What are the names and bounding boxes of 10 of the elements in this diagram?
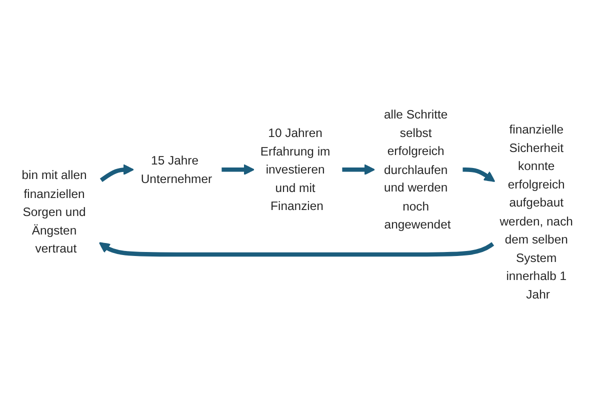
node-text: finanzielle Sicherheit konnte erfolgreich aufgebaut werden, nach dem selben System innerhalb 1 Jahr xyxy=(500,123,573,302)
node-text: 10 Jahren Erfahrung im investieren und mit Finanzien xyxy=(260,126,330,214)
arrow xyxy=(98,242,494,258)
arrow xyxy=(100,164,134,182)
arrow xyxy=(342,164,375,176)
node-text: alle Schritte selbst erfolgreich durchlaufen und werden noch angewendet xyxy=(384,108,451,232)
node-text: 15 Jahre Unternehmer xyxy=(140,154,212,186)
node-text: bin mit allen finanziellen Sorgen und Ängsten vertraut xyxy=(22,168,87,256)
arrow xyxy=(462,168,496,182)
arrow xyxy=(222,164,254,176)
